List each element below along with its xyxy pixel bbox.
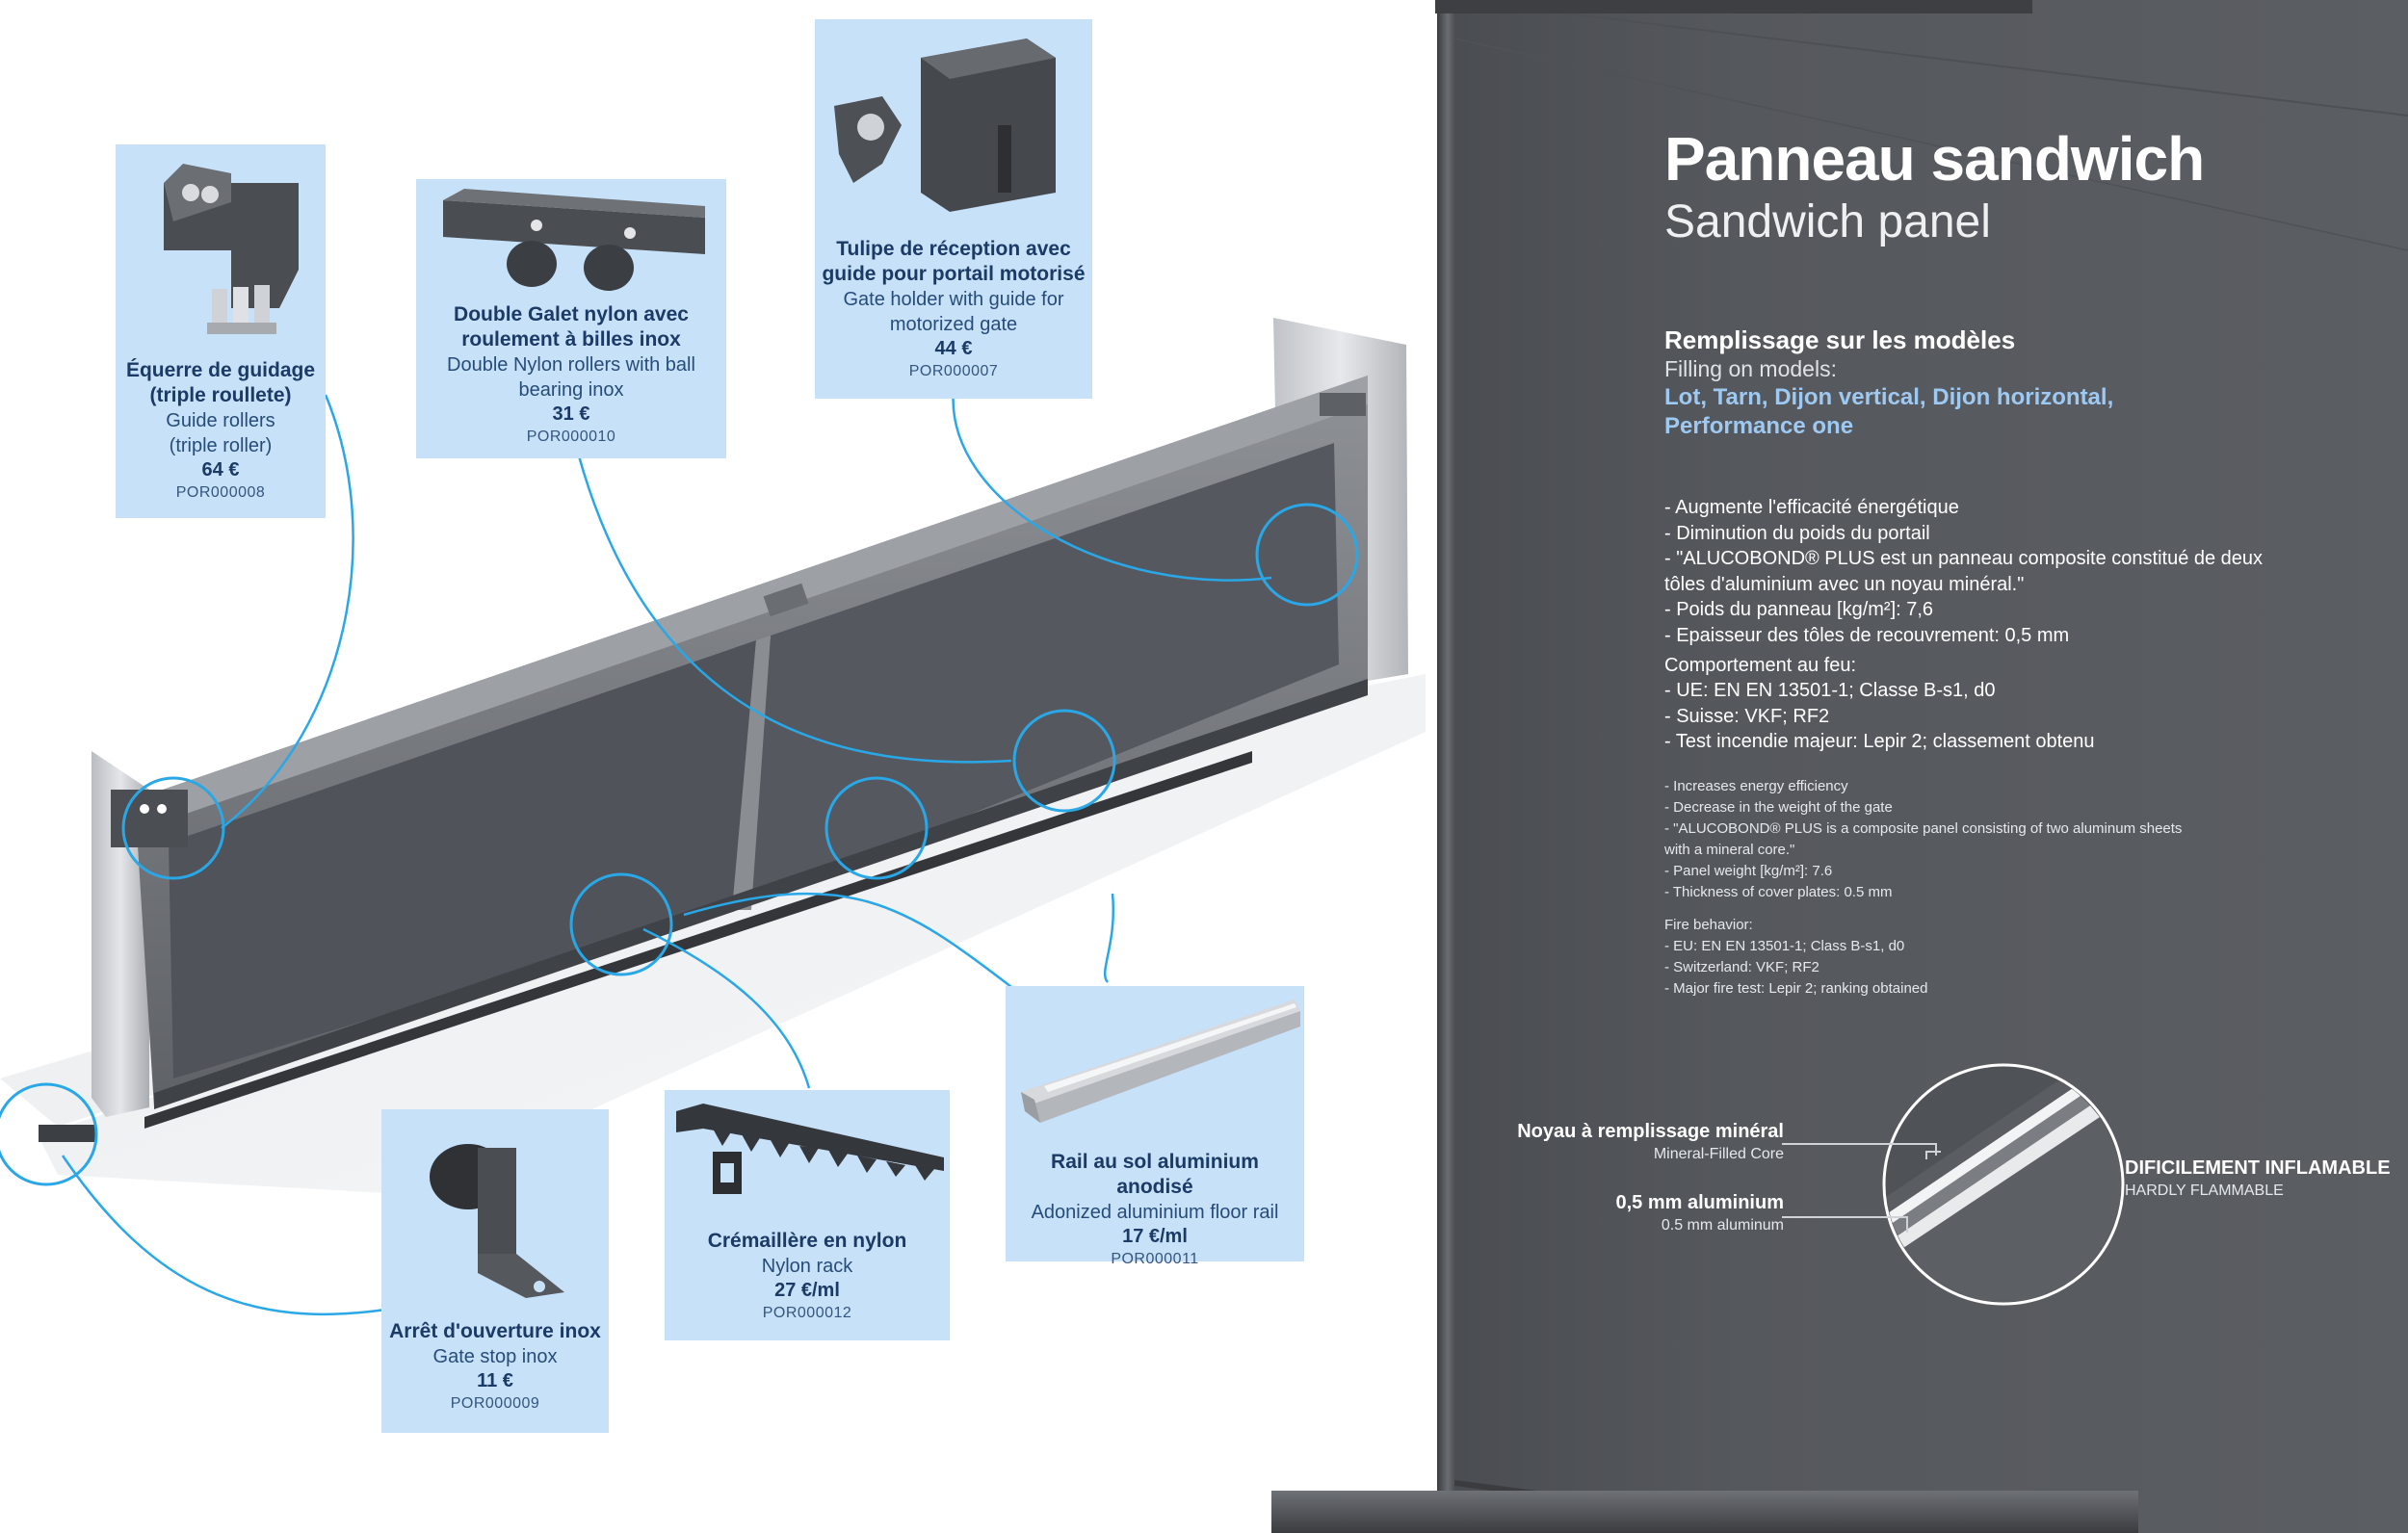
core-label-fr: Noyau à remplissage minéral: [1517, 1121, 1784, 1142]
fire-item-fr: - Test incendie majeur: Lepir 2; classem…: [1664, 731, 2095, 752]
card-price: 31 €: [552, 403, 590, 425]
filling-models: Lot, Tarn, Dijon vertical, Dijon horizon…: [1664, 383, 2242, 441]
feature-fr: - Poids du panneau [kg/m²]: 7,6: [1664, 599, 1934, 620]
panel-bottom-frame: [1271, 1491, 2138, 1533]
fire-list-fr: - UE: EN EN 13501-1; Classe B-s1, d0 - S…: [1664, 678, 2300, 755]
card-title-fr-line2: guide pour portail motorisé: [822, 263, 1086, 285]
card-title-en-line1: Gate holder with guide for: [843, 289, 1064, 310]
feature-fr: tôles d'aluminium avec un noyau minéral.…: [1664, 573, 2025, 595]
fire-item-en: - Major fire test: Lepir 2; ranking obta…: [1664, 980, 1928, 997]
card-reference: POR000008: [175, 484, 266, 501]
feature-en: - Panel weight [kg/m²]: 7.6: [1664, 863, 1833, 879]
features-list-fr: - Augmente l'efficacité énergétique - Di…: [1664, 495, 2300, 648]
feature-en: - "ALUCOBOND® PLUS is a composite panel …: [1664, 820, 2183, 837]
feature-en: - Thickness of cover plates: 0.5 mm: [1664, 884, 1893, 900]
product-card-nylon-rack: Crémaillère en nylon Nylon rack 27 €/ml …: [665, 1090, 950, 1340]
aluminium-label-fr: 0,5 mm aluminium: [1615, 1192, 1785, 1213]
card-reference: POR000012: [762, 1305, 852, 1321]
flammability-label-fr: DIFICILEMENT INFLAMABLE: [2125, 1157, 2391, 1179]
card-title-fr-line1: Tulipe de réception avec: [836, 238, 1071, 260]
card-price: 64 €: [201, 459, 240, 481]
panel-top-frame: [1435, 0, 2032, 13]
card-title-en-line1: Double Nylon rollers with ball: [447, 354, 695, 376]
feature-en: with a mineral core.": [1664, 842, 1795, 858]
card-title-fr-line1: Double Galet nylon avec: [454, 303, 689, 325]
fire-item-fr: - Suisse: VKF; RF2: [1664, 705, 1830, 727]
callout-circles: [0, 503, 1359, 1186]
gate-top-rail: [135, 376, 1368, 828]
nylon-rack-image: [676, 1104, 944, 1194]
filling-heading-en: Filling on models:: [1664, 356, 1837, 381]
filling-models-line1: Lot, Tarn, Dijon vertical, Dijon horizon…: [1664, 384, 2114, 410]
fire-item-fr: - UE: EN EN 13501-1; Classe B-s1, d0: [1664, 680, 1996, 701]
filling-heading-fr: Remplissage sur les modèles: [1664, 325, 2016, 354]
fire-behavior-title-fr: Comportement au feu:: [1664, 655, 1856, 676]
fire-item-en: - Switzerland: VKF; RF2: [1664, 959, 1819, 975]
product-card-floor-rail: Rail au sol aluminium anodisé Adonized a…: [1006, 986, 1304, 1267]
card-title-en-line1: Nylon rack: [761, 1256, 853, 1277]
card-reference: POR000007: [908, 363, 999, 379]
aluminium-label-en: 0.5 mm aluminum: [1661, 1217, 1784, 1234]
gate-holder-image: [834, 39, 1056, 212]
panel-cross-section: [1782, 1063, 2125, 1306]
card-reference: POR000011: [1111, 1251, 1199, 1267]
card-reference: POR000010: [526, 429, 616, 445]
product-card-gate-holder: Tulipe de réception avec guide pour port…: [815, 19, 1092, 399]
card-price: 27 €/ml: [774, 1280, 840, 1301]
feature-en: - Increases energy efficiency: [1664, 778, 1848, 794]
card-title-en-line1: Adonized aluminium floor rail: [1031, 1202, 1279, 1223]
gate-panel-left: [169, 640, 756, 1078]
gate-stop-image: [430, 1144, 564, 1298]
guide-rollers-image: [164, 164, 299, 334]
gate-stile: [732, 636, 771, 910]
top-block-1: [763, 583, 809, 617]
card-title-en-line1: Gate stop inox: [432, 1346, 558, 1367]
card-title-fr-line1: Équerre de guidage: [125, 359, 316, 381]
card-price: 44 €: [934, 338, 973, 359]
card-price: 11 €: [477, 1370, 513, 1391]
gate-rack: [144, 751, 1252, 1129]
top-block-2: [1320, 393, 1366, 416]
gate-bottom-rail: [154, 679, 1368, 1109]
fire-list-en: - EU: EN EN 13501-1; Class B-s1, d0 - Sw…: [1664, 936, 2300, 1000]
card-title-en-line2: (triple roller): [169, 435, 273, 456]
fire-behavior-title-en: Fire behavior:: [1664, 917, 1753, 933]
callout-lines: [61, 389, 1272, 1316]
feature-en: - Decrease in the weight of the gate: [1664, 799, 1893, 816]
card-title-fr-line2: roulement à billes inox: [461, 328, 681, 351]
product-card-guide-rollers: Équerre de guidage (triple roullete) Gui…: [116, 144, 326, 518]
core-label-en: Mineral-Filled Core: [1653, 1146, 1784, 1162]
card-title-fr-line1: Arrêt d'ouverture inox: [389, 1320, 601, 1342]
fire-item-en: - EU: EN EN 13501-1; Class B-s1, d0: [1664, 938, 1905, 954]
card-title-fr-line2: (triple roullete): [149, 384, 292, 406]
floor-rail-image: [1021, 1000, 1300, 1123]
panel-title-fr: Panneau sandwich: [1664, 124, 2205, 194]
card-title-fr-line1: Rail au sol aluminium anodisé: [1051, 1151, 1259, 1198]
card-title-en-line2: bearing inox: [518, 379, 624, 401]
card-title-en-line1: Guide rollers: [166, 410, 275, 431]
double-rollers-image: [443, 189, 705, 291]
feature-fr: - "ALUCOBOND® PLUS est un panneau compos…: [1664, 548, 2264, 569]
card-title-en-line2: motorized gate: [889, 314, 1018, 335]
roller-block: [111, 790, 188, 847]
feature-fr: - Augmente l'efficacité énergétique: [1664, 497, 1959, 518]
card-reference: POR000009: [450, 1395, 540, 1412]
filling-models-line2: Performance one: [1664, 413, 1854, 439]
panel-frame-edge: [1437, 0, 1458, 1533]
feature-fr: - Diminution du poids du portail: [1664, 522, 1930, 544]
feature-fr: - Epaisseur des tôles de recouvrement: 0…: [1664, 624, 2070, 646]
features-list-en: - Increases energy efficiency - Decrease…: [1664, 776, 2300, 903]
flammability-label-en: HARDLY FLAMMABLE: [2125, 1182, 2284, 1199]
product-card-gate-stop: Arrêt d'ouverture inox Gate stop inox 11…: [381, 1109, 609, 1433]
stop-block: [39, 1125, 96, 1142]
card-title-fr-line1: Crémaillère en nylon: [707, 1230, 907, 1252]
panel-title-en: Sandwich panel: [1664, 196, 1991, 247]
product-card-double-rollers: Double Galet nylon avec roulement à bill…: [416, 179, 726, 458]
card-price: 17 €/ml: [1122, 1226, 1188, 1247]
gate-panel-right: [746, 443, 1339, 905]
